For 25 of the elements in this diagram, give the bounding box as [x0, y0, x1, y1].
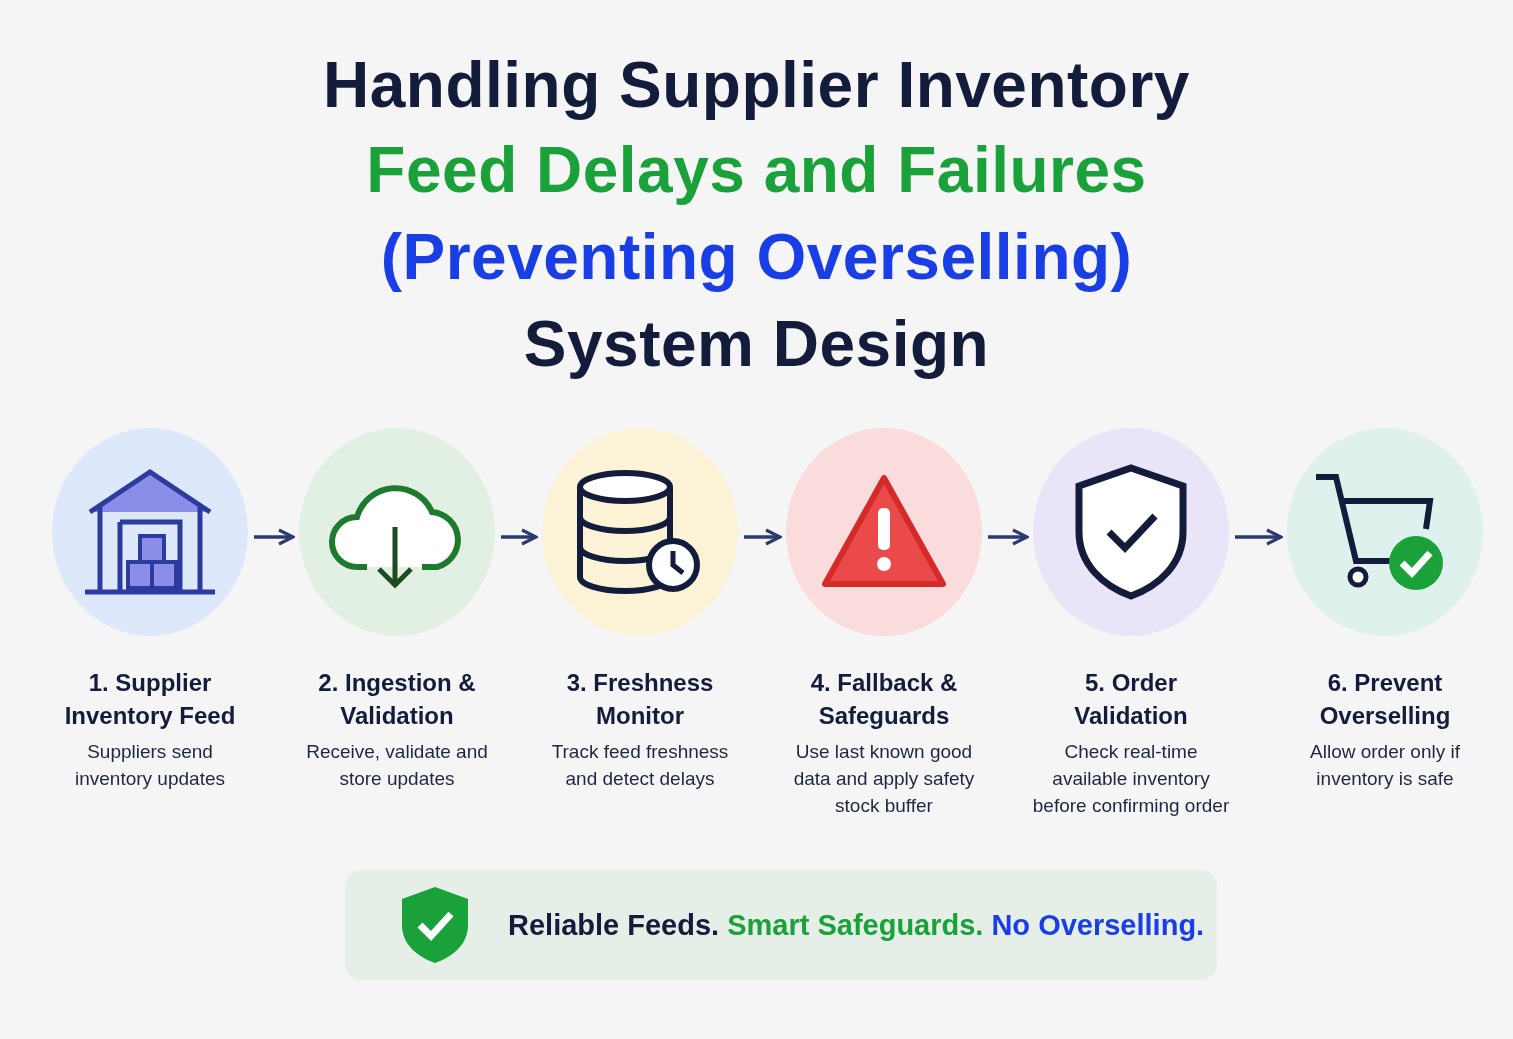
step-description: Receive, validate and store updates [305, 740, 489, 791]
step-description: Use last known good data and apply safety stock buffer [792, 740, 976, 818]
slogan-text: Reliable Feeds. [508, 908, 720, 942]
step-title: 5. Order Validation [1073, 668, 1189, 731]
step-title: 3. Freshness Monitor [565, 668, 715, 731]
arrow [1235, 528, 1283, 546]
title-line: (Preventing Overselling) [379, 220, 1134, 294]
step-description: Allow order only if inventory is safe [1309, 740, 1461, 791]
title-line: Handling Supplier Inventory [322, 48, 1191, 122]
step-description: Track feed freshness and detect delays [550, 740, 730, 791]
arrow [744, 528, 782, 546]
step-description: Suppliers send inventory updates [74, 740, 226, 791]
step-title: 4. Fallback & Safeguards [809, 668, 959, 731]
slogan-text: No Overselling. [991, 908, 1205, 942]
title-line: Feed Delays and Failures [365, 133, 1148, 207]
slogan-text: Smart Safeguards. [727, 908, 984, 942]
arrow [254, 528, 295, 546]
step-title: 2. Ingestion & Validation [317, 668, 477, 731]
arrow [988, 528, 1029, 546]
arrow [501, 528, 538, 546]
step-title: 6. Prevent Overselling [1318, 668, 1452, 731]
step-title: 1. Supplier Inventory Feed [63, 668, 237, 731]
step-description: Check real-time available inventory before confirming order [1031, 740, 1231, 818]
title-line: System Design [522, 307, 991, 381]
slogan-banner [345, 870, 1217, 980]
